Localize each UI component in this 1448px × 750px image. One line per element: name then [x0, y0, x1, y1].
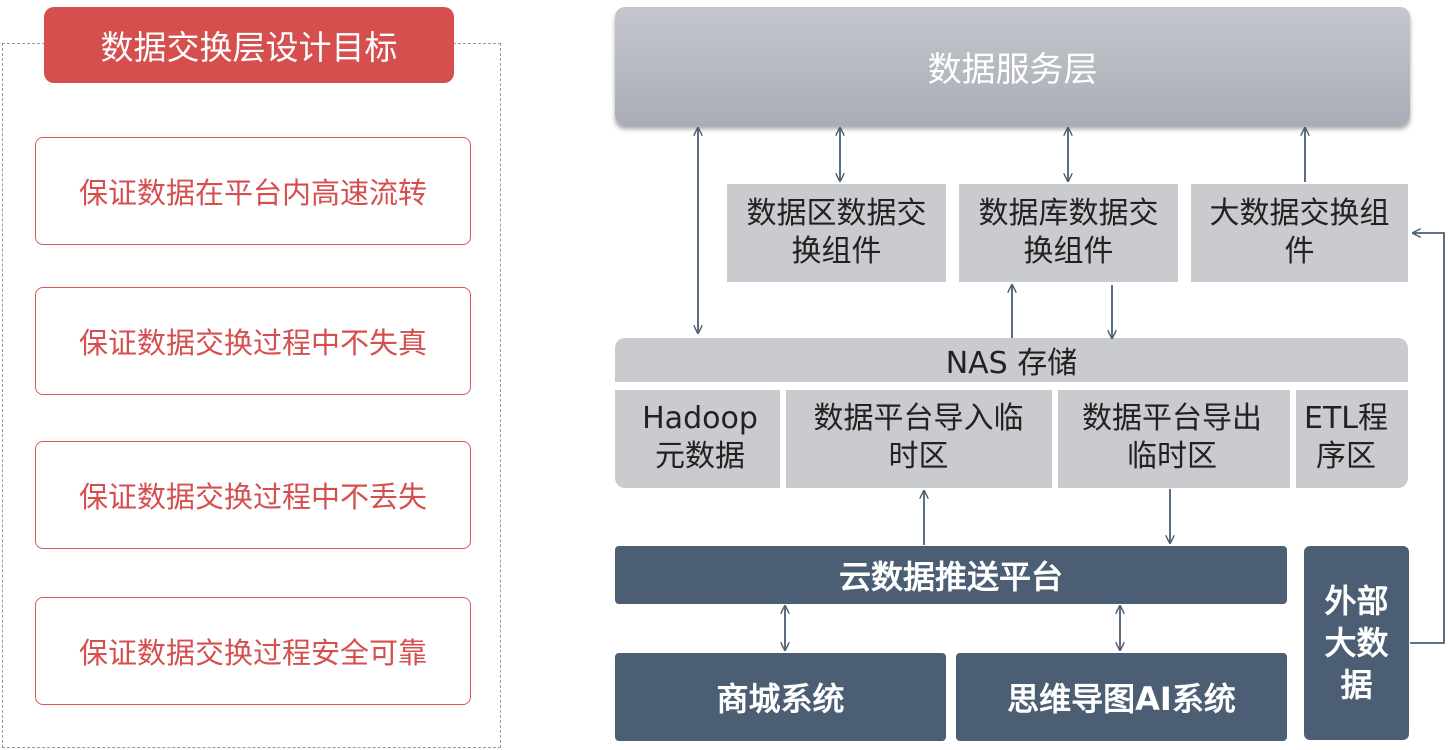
nas-cell-etl-program: ETL程序区 — [1304, 401, 1388, 474]
goal-item-4: 保证数据交换过程安全可靠 — [35, 597, 471, 705]
data-service-layer: 数据服务层 — [615, 7, 1410, 125]
goals-title: 数据交换层设计目标 — [44, 7, 454, 83]
nas-divider — [615, 382, 1408, 390]
nas-cell-import-temp: 数据平台导入临时区 — [813, 401, 1024, 474]
nas-storage-title: NAS 存储 — [945, 346, 1078, 381]
mall-system: 商城系统 — [615, 653, 946, 741]
nas-cell-export-temp: 数据平台导出临时区 — [1082, 401, 1262, 474]
component-data-zone-exchange: 数据区数据交换组件 — [727, 184, 946, 282]
nas-column-divider — [780, 388, 786, 488]
nas-cell-hadoop-metadata: Hadoop元数据 — [642, 401, 758, 474]
nas-storage-block — [615, 338, 1408, 488]
goal-item-3: 保证数据交换过程中不丢失 — [35, 441, 471, 549]
component-database-exchange: 数据库数据交换组件 — [959, 184, 1178, 282]
goal-item-2: 保证数据交换过程中不失真 — [35, 287, 471, 395]
goal-item-1: 保证数据在平台内高速流转 — [35, 137, 471, 245]
arrow-external-bigdata — [1410, 233, 1445, 644]
cloud-push-platform: 云数据推送平台 — [615, 546, 1287, 604]
nas-column-divider — [1290, 388, 1296, 488]
external-bigdata: 外部大数据 — [1304, 546, 1409, 740]
nas-column-divider — [1052, 388, 1058, 488]
mindmap-ai-system: 思维导图AI系统 — [956, 653, 1287, 741]
component-bigdata-exchange: 大数据交换组件 — [1191, 184, 1408, 282]
